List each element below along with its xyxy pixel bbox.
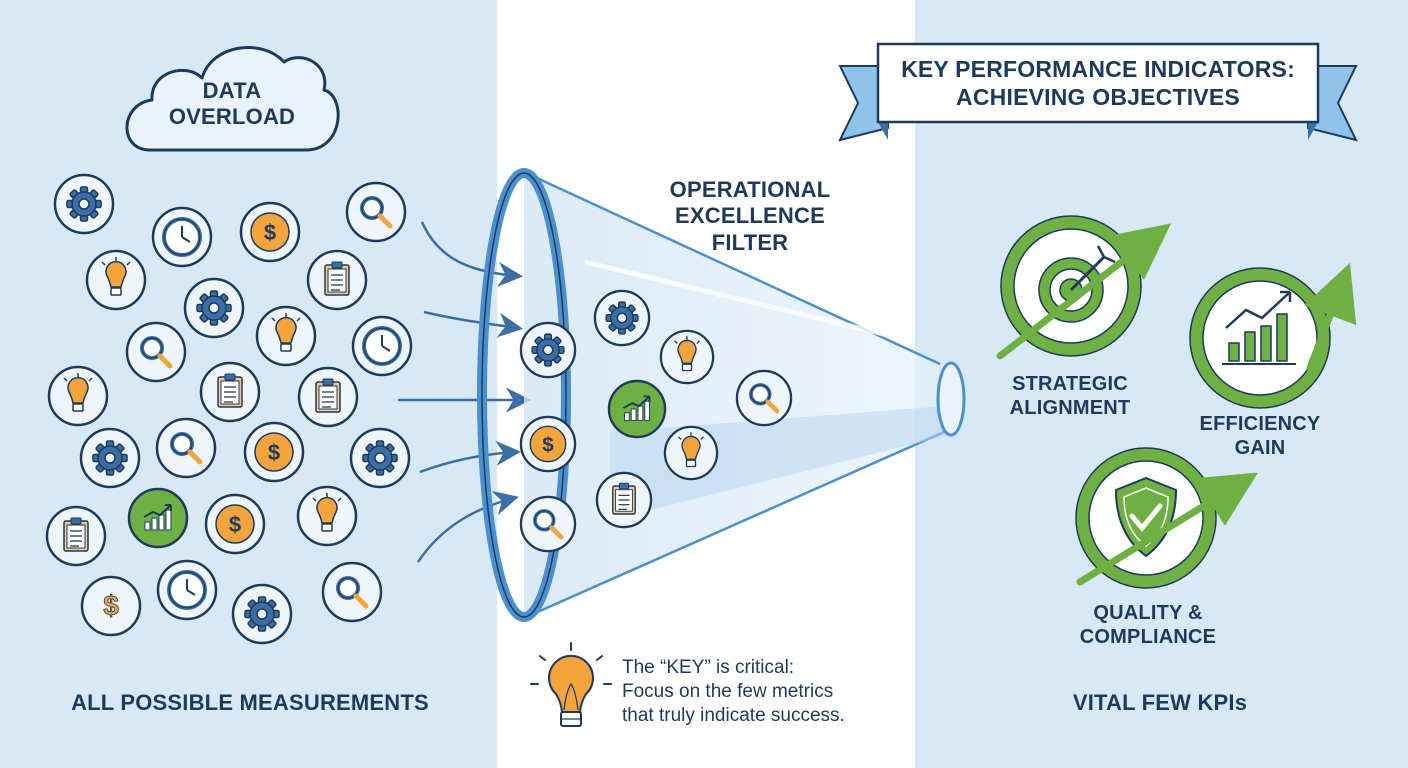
clipboard-icon	[199, 361, 261, 423]
banner-ribbon	[838, 42, 1358, 142]
cloud-shape	[125, 46, 340, 152]
lightbulb-icon	[47, 365, 109, 427]
gear-icon	[349, 427, 411, 489]
filter-title: OPERATIONAL EXCELLENCE FILTER	[620, 177, 880, 256]
kpi-label-efficiency-line1: EFFICIENCY	[1199, 413, 1321, 435]
magnifier-icon	[157, 419, 215, 477]
key-note-line2: Focus on the few metrics	[622, 680, 834, 702]
kpi-label-quality-line1: QUALITY &	[1093, 602, 1203, 624]
kpi-label-strategic-line1: STRATEGIC	[1012, 373, 1128, 395]
banner-title-line1: KEY PERFORMANCE INDICATORS:	[901, 56, 1295, 82]
key-note-line1: The “KEY” is critical:	[622, 657, 795, 678]
gear-icon	[79, 427, 141, 489]
magnifier-icon	[737, 371, 791, 425]
lightbulb-icon	[296, 485, 358, 547]
shield-check-icon	[1075, 447, 1258, 589]
target-icon	[996, 215, 1172, 360]
banner-title-line2: ACHIEVING OBJECTIVES	[956, 83, 1240, 110]
dollar-icon	[519, 415, 577, 473]
gear-icon	[183, 277, 245, 339]
right-caption: VITAL FEW KPIs	[1072, 690, 1248, 715]
lightbulb-icon	[255, 305, 317, 367]
clock-icon	[351, 315, 413, 377]
kpi-label-efficiency: EFFICIENCY GAIN	[1180, 412, 1340, 460]
kpi-label-quality: QUALITY & COMPLIANCE	[1058, 601, 1238, 649]
dollar-icon	[204, 493, 266, 555]
growth-chart-icon	[127, 487, 189, 549]
gear-icon	[231, 583, 293, 645]
cloud-label-line1: DATA	[202, 78, 262, 103]
filter-title-line3: FILTER	[711, 229, 789, 255]
magnifier-icon	[323, 563, 381, 621]
kpi-label-efficiency-line2: GAIN	[1234, 437, 1286, 459]
metric-icon-cloud	[45, 173, 413, 645]
dollar-icon	[243, 421, 305, 483]
lightbulb-icon	[530, 642, 612, 727]
lightbulb-icon	[85, 249, 147, 311]
input-arrows	[398, 221, 531, 563]
cloud-label-line2: OVERLOAD	[168, 104, 296, 130]
kpi-label-strategic: STRATEGIC ALIGNMENT	[990, 372, 1150, 420]
clipboard-icon	[45, 505, 107, 567]
gear-icon	[593, 289, 651, 347]
clock-icon	[156, 559, 218, 621]
growth-chart-icon	[607, 379, 667, 439]
clipboard-icon	[297, 366, 359, 428]
kpi-label-quality-line2: COMPLIANCE	[1079, 626, 1217, 648]
key-note: The “KEY” is critical: Focus on the few …	[622, 656, 902, 727]
magnifier-icon	[127, 323, 185, 381]
filter-title-line1: OPERATIONAL	[669, 177, 831, 202]
dollar-icon	[239, 201, 301, 263]
filter-title-line2: EXCELLENCE	[675, 203, 825, 229]
clipboard-icon	[306, 249, 368, 311]
key-note-line3: that truly indicate success.	[622, 704, 845, 726]
lightbulb-icon	[663, 425, 719, 481]
bar-chart-icon	[1189, 262, 1357, 409]
lightbulb-icon	[659, 329, 715, 385]
left-caption: ALL POSSIBLE MEASUREMENTS	[71, 690, 429, 715]
magnifier-icon	[347, 183, 405, 241]
magnifier-icon	[521, 497, 575, 551]
clipboard-icon	[595, 471, 653, 529]
cloud-label: DATA OVERLOAD	[150, 78, 314, 131]
dollar-icon	[80, 575, 142, 637]
clock-icon	[151, 206, 213, 268]
gear-icon	[53, 173, 115, 235]
banner-title: KEY PERFORMANCE INDICATORS: ACHIEVING OB…	[880, 56, 1316, 111]
kpi-label-strategic-line2: ALIGNMENT	[1009, 397, 1131, 419]
gear-icon	[519, 321, 577, 379]
